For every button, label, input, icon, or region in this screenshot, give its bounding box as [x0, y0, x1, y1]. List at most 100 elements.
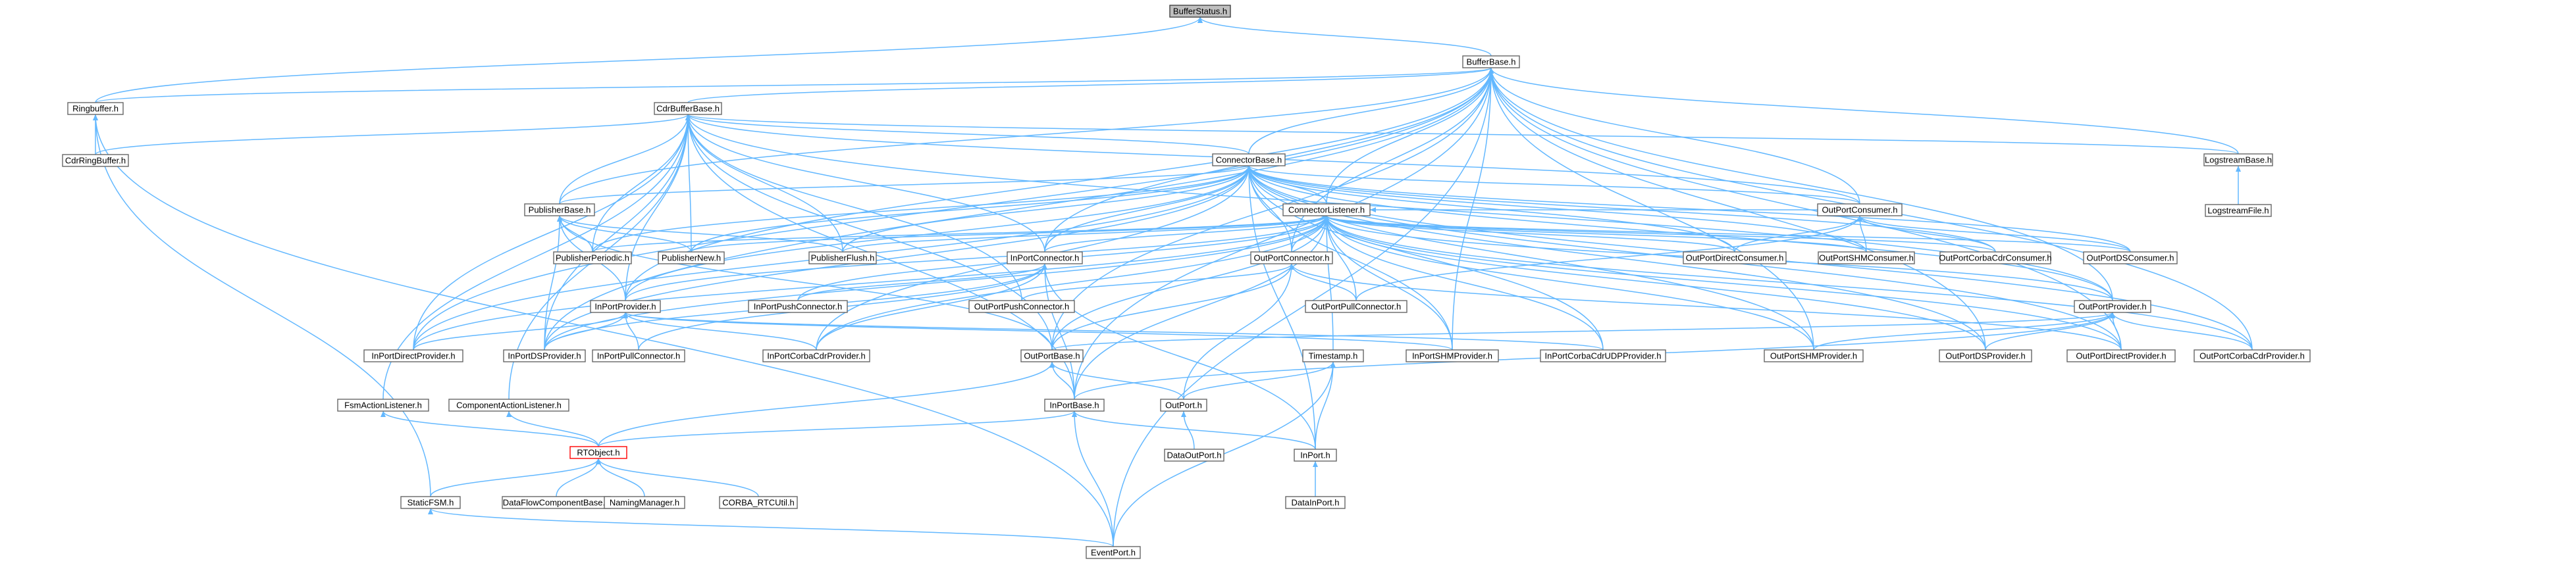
node-publisher-new[interactable]: PublisherNew.h [658, 251, 725, 264]
node-buffer-base[interactable]: BufferBase.h [1462, 55, 1520, 68]
node-timestamp[interactable]: Timestamp.h [1302, 349, 1364, 362]
edge-out-port-corba-cdr-consumer-to-connector-base [1246, 165, 1996, 253]
node-out-port-direct-consumer[interactable]: OutPortDirectConsumer.h [1683, 251, 1787, 264]
node-out-port-corba-cdr-provider[interactable]: OutPortCorbaCdrProvider.h [2194, 349, 2311, 362]
node-in-port-push-connector[interactable]: InPortPushConnector.h [748, 300, 848, 313]
edge-out-port-connector-to-buffer-base [1291, 67, 1494, 253]
node-out-port-shmconsumer[interactable]: OutPortSHMConsumer.h [1818, 251, 1915, 264]
node-label: OutPortDirectProvider.h [2076, 351, 2166, 361]
edge-fsm-action-listener-to-cdr-buffer-base [382, 114, 691, 400]
node-corba-rtcutil[interactable]: CORBA_RTCUtil.h [719, 496, 798, 509]
node-in-port-corba-cdr-provider[interactable]: InPortCorbaCdrProvider.h [762, 349, 870, 362]
edge-publisher-base-to-connector-base [559, 165, 1251, 205]
node-out-port-direct-provider[interactable]: OutPortDirectProvider.h [2066, 349, 2176, 362]
node-box [1683, 251, 1787, 264]
node-out-port[interactable]: OutPort.h [1160, 399, 1207, 412]
node-out-port-connector[interactable]: OutPortConnector.h [1250, 251, 1333, 264]
node-publisher-periodic[interactable]: PublisherPeriodic.h [553, 251, 632, 264]
edge-in-port-corba-cdr-udpprovider-to-in-port-provider [623, 312, 1604, 351]
node-label: OutPort.h [1165, 401, 1202, 410]
node-connector-base[interactable]: ConnectorBase.h [1212, 153, 1286, 166]
edge-publisher-new-to-publisher-base [557, 215, 692, 253]
node-label: Timestamp.h [1309, 351, 1358, 361]
node-label: InPortSHMProvider.h [1412, 351, 1492, 361]
edge-out-port-pull-connector-to-out-port-consumer [1355, 215, 1862, 301]
edge-in-port-shmprovider-to-connector-listener [1324, 215, 1453, 351]
node-out-port-pull-connector[interactable]: OutPortPullConnector.h [1305, 300, 1407, 313]
edge-in-port-corba-cdr-provider-to-in-port-provider [623, 312, 817, 351]
edge-rtobject-to-in-port-base [598, 410, 1077, 447]
node-in-port-direct-provider[interactable]: InPortDirectProvider.h [363, 349, 463, 362]
node-cdr-buffer-base[interactable]: CdrBufferBase.h [654, 102, 722, 115]
edge-in-port-base-to-out-port-base [1049, 361, 1075, 400]
node-out-port-shmprovider[interactable]: OutPortSHMProvider.h [1764, 349, 1864, 362]
edge-in-port-direct-provider-to-cdr-buffer-base [413, 114, 691, 351]
node-data-flow-component-base[interactable]: DataFlowComponentBase.h [502, 496, 611, 509]
edge-in-port-base-to-connector-listener [1074, 215, 1329, 400]
node-box [1044, 399, 1105, 412]
edge-in-port-connector-to-connector-base [1044, 165, 1251, 253]
node-connector-listener[interactable]: ConnectorListener.h [1282, 203, 1371, 216]
edge-in-port-connector-to-cdr-buffer-base [685, 114, 1045, 253]
edge-in-port-provider-to-buffer-base [625, 67, 1494, 301]
edge-publisher-flush-to-connector-listener [842, 215, 1329, 253]
node-buffer-status[interactable]: BufferStatus.h [1169, 5, 1231, 18]
node-out-port-consumer[interactable]: OutPortConsumer.h [1817, 203, 1903, 216]
edge-out-port-base-to-buffer-base [1051, 67, 1494, 351]
node-data-out-port[interactable]: DataOutPort.h [1164, 449, 1224, 462]
node-fsm-action-listener[interactable]: FsmActionListener.h [337, 399, 429, 412]
node-cdr-ring-buffer[interactable]: CdrRingBuffer.h [62, 154, 129, 167]
edge-publisher-periodic-to-cdr-buffer-base [592, 114, 691, 253]
edge-rtobject-to-fsm-action-listener [381, 410, 599, 447]
node-label: BufferBase.h [1467, 57, 1516, 67]
edge-out-port-shmprovider-to-buffer-base [1488, 67, 1814, 351]
edge-out-port-pull-connector-to-connector-listener [1324, 215, 1357, 301]
node-label: InPortCorbaCdrProvider.h [767, 351, 866, 361]
node-label: InPortPushConnector.h [754, 302, 842, 312]
node-label: OutPortProvider.h [2078, 302, 2146, 312]
node-out-port-provider[interactable]: OutPortProvider.h [2074, 300, 2151, 313]
edge-static-fsm-to-ringbuffer [93, 114, 431, 497]
node-box [1169, 5, 1231, 18]
node-box [1462, 55, 1520, 68]
node-label: FsmActionListener.h [344, 401, 422, 410]
node-data-in-port[interactable]: DataInPort.h [1285, 496, 1346, 509]
node-publisher-base[interactable]: PublisherBase.h [524, 203, 595, 216]
node-in-port-shmprovider[interactable]: InPortSHMProvider.h [1406, 349, 1499, 362]
node-in-port-connector[interactable]: InPortConnector.h [1007, 251, 1083, 264]
node-out-port-base[interactable]: OutPortBase.h [1020, 349, 1084, 362]
node-logstream-base[interactable]: LogstreamBase.h [2203, 153, 2273, 166]
edge-out-port-dsconsumer-to-out-port-consumer [1857, 215, 2131, 253]
node-component-action-listener[interactable]: ComponentActionListener.h [448, 399, 569, 412]
node-logstream-file[interactable]: LogstreamFile.h [2205, 204, 2272, 217]
node-naming-manager[interactable]: NamingManager.h [604, 496, 685, 509]
node-publisher-flush[interactable]: PublisherFlush.h [808, 251, 877, 264]
node-label: BufferStatus.h [1173, 7, 1227, 16]
node-event-port[interactable]: EventPort.h [1086, 546, 1141, 559]
node-out-port-corba-cdr-consumer[interactable]: OutPortCorbaCdrConsumer.h [1939, 251, 2052, 264]
node-box [524, 203, 595, 216]
node-in-port-base[interactable]: InPortBase.h [1044, 399, 1105, 412]
edge-in-port-connector-to-connector-listener [1044, 215, 1329, 253]
edge-out-port-dsprovider-to-connector-listener [1324, 215, 1986, 351]
edge-in-port-to-connector-base [1246, 165, 1316, 450]
node-label: LogstreamFile.h [2207, 206, 2269, 216]
node-out-port-push-connector[interactable]: OutPortPushConnector.h [968, 300, 1075, 313]
node-rtobject[interactable]: RTObject.h [569, 446, 627, 459]
node-ringbuffer[interactable]: Ringbuffer.h [67, 102, 124, 115]
edge-out-port-direct-provider-to-out-port-connector [1289, 263, 2122, 351]
node-box [1164, 449, 1224, 462]
node-box [1282, 203, 1371, 216]
node-box [590, 300, 661, 313]
node-static-fsm[interactable]: StaticFSM.h [400, 496, 461, 509]
node-out-port-dsprovider[interactable]: OutPortDSProvider.h [1939, 349, 2032, 362]
node-in-port-provider[interactable]: InPortProvider.h [590, 300, 661, 313]
node-out-port-dsconsumer[interactable]: OutPortDSConsumer.h [2083, 251, 2178, 264]
node-in-port-pull-connector[interactable]: InPortPullConnector.h [592, 349, 685, 362]
edge-in-port-corba-cdr-provider-to-connector-listener [816, 215, 1329, 351]
node-in-port-dsprovider[interactable]: InPortDSProvider.h [503, 349, 586, 362]
node-in-port[interactable]: InPort.h [1294, 449, 1337, 462]
node-label: CdrRingBuffer.h [65, 156, 126, 166]
node-box [67, 102, 124, 115]
node-in-port-corba-cdr-udpprovider[interactable]: InPortCorbaCdrUDPProvider.h [1540, 349, 1666, 362]
